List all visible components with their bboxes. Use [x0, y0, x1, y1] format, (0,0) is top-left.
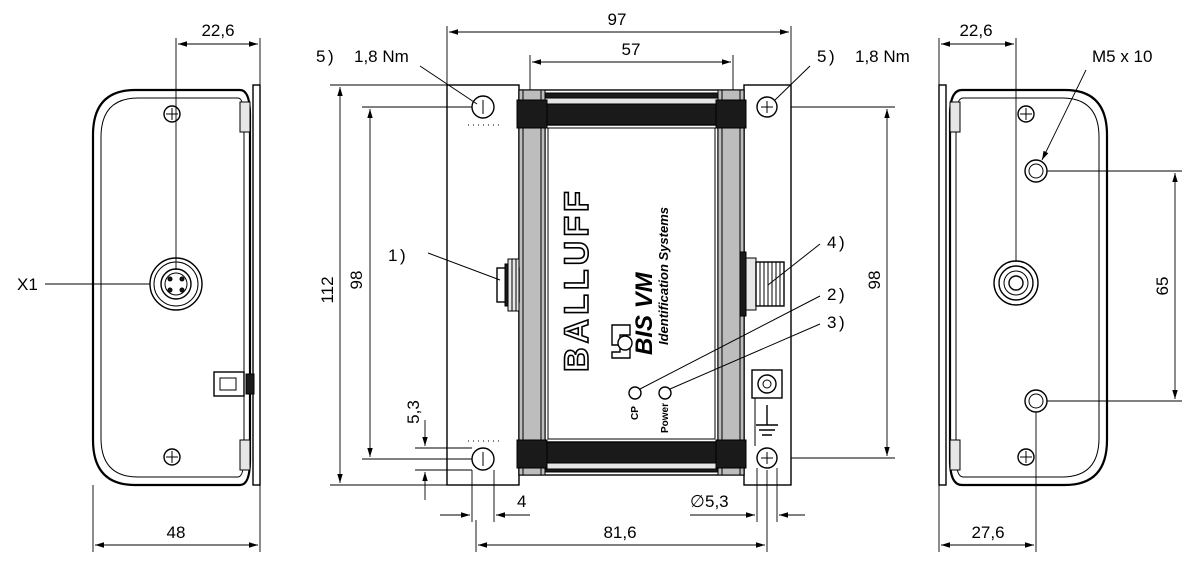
right-screw-bottom [1017, 448, 1035, 466]
product-subtitle: Identification Systems [656, 207, 671, 345]
left-side-view: 22,6 48 X1 [17, 21, 261, 552]
dim-thread-pitch: 65 [1153, 277, 1172, 296]
leader-1 [427, 252, 501, 281]
callout-4-num: 4 [827, 233, 836, 252]
dim-total-height: 112 [318, 276, 337, 303]
svg-text:): ) [328, 47, 334, 66]
led-power [658, 386, 672, 400]
callout-5-right-torque: 1,8 Nm [855, 47, 910, 66]
dim-hole-pitch: 81,6 [603, 523, 636, 542]
leader-2 [639, 295, 821, 390]
m5-thread-top [1024, 159, 1048, 183]
leader-5-left [419, 65, 478, 105]
dim-right-bottom-width: 27,6 [971, 523, 1004, 542]
left-edge-block-top [239, 101, 251, 133]
left-housing-outline [91, 88, 252, 487]
left-ground-tab [213, 371, 255, 397]
dim-hole-diameter: 5,3 [705, 492, 729, 511]
cable-gland-4 [739, 251, 785, 317]
dim-inner-width: 57 [622, 40, 641, 59]
connector-1 [496, 258, 520, 312]
left-screw-top [163, 105, 181, 123]
callout-5-left-num: 5 [316, 47, 325, 66]
dim-left-top-width: 22,6 [201, 21, 234, 40]
brand-text: BALLUFF [558, 187, 596, 372]
m5-thread-bottom [1024, 389, 1048, 413]
dim-left-bottom-width: 48 [167, 523, 186, 542]
right-cable-gland [993, 260, 1039, 306]
front-view: BALLUFF BIS VM Identification Systems CP… [316, 10, 910, 552]
right-mounting-plate [938, 84, 947, 486]
callout-2-num: 2 [827, 285, 836, 304]
dim-hole-height-left: 98 [347, 271, 366, 290]
callout-1-num: 1 [388, 246, 397, 265]
balluff-logo: BALLUFF [557, 186, 597, 372]
dim-slot-height: 5,3 [404, 400, 423, 424]
dim-total-width: 97 [608, 10, 627, 29]
left-screw-bottom [163, 448, 181, 466]
callout-3-num: 3 [827, 313, 836, 332]
dim-hole-height-right: 98 [865, 271, 884, 290]
leader-4 [767, 243, 821, 286]
right-side-view: 22,6 27,6 65 M5 x 10 [938, 21, 1182, 552]
callout-5-right-num: 5 [817, 47, 826, 66]
svg-text:): ) [400, 246, 406, 265]
dim-right-top-width: 22,6 [959, 21, 992, 40]
left-housing-inner [100, 97, 245, 478]
led-cp [628, 386, 642, 400]
left-mounting-plate [252, 84, 261, 486]
bis-logo-mark [611, 324, 633, 359]
label-thread: M5 x 10 [1092, 47, 1152, 66]
label-x1: X1 [17, 275, 38, 294]
leader-3 [669, 323, 821, 390]
svg-text:): ) [839, 285, 845, 304]
right-screw-top [1017, 105, 1035, 123]
led-cp-label: CP [630, 406, 641, 420]
led-power-label: Power [660, 403, 671, 433]
callout-5-left-torque: 1,8 Nm [354, 47, 409, 66]
leader-5-right [774, 65, 811, 101]
svg-text:): ) [839, 313, 845, 332]
ground-terminal [751, 369, 783, 446]
dim-slot-width: 4 [517, 492, 526, 511]
svg-text:): ) [829, 47, 835, 66]
svg-text:): ) [839, 233, 845, 252]
diameter-symbol: ∅ [690, 492, 705, 511]
right-housing-outline [948, 88, 1109, 487]
product-name: BIS VM [631, 271, 658, 355]
left-edge-block-bottom [239, 439, 251, 471]
